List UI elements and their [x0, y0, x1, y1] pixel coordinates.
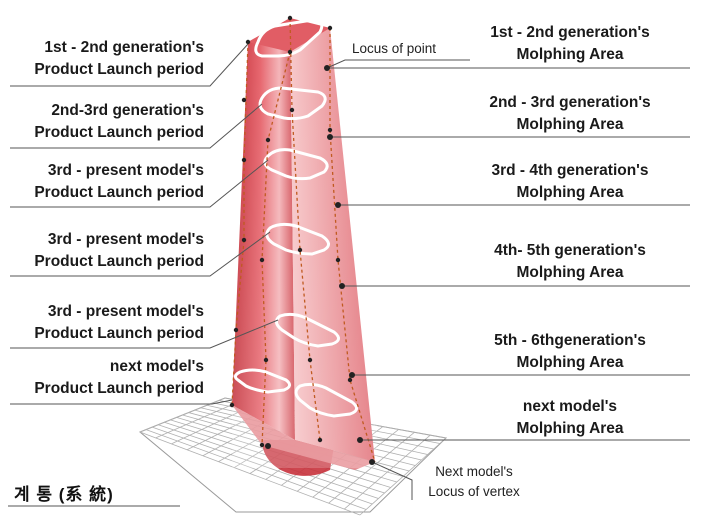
vertex-dot — [241, 237, 247, 243]
left-label-2: 2nd-3rd generation's Product Launch peri… — [8, 100, 204, 144]
vertex-dot — [347, 377, 353, 383]
left-label-4: 3rd - present model's Product Launch per… — [8, 229, 204, 273]
next-vertex-line2: Locus of vertex — [428, 484, 520, 499]
cross-sections — [233, 18, 358, 418]
right-label-5: 5th - 6thgeneration's Molphing Area — [470, 330, 670, 374]
left-label-2-line1: 2nd-3rd generation's — [51, 102, 204, 119]
right-label-5-line1: 5th - 6thgeneration's — [494, 332, 646, 349]
system-label-korean: 계 통 (系 統) — [14, 485, 114, 504]
right-label-5-line2: Molphing Area — [516, 354, 624, 371]
vertex-dot — [265, 137, 271, 143]
left-label-2-line2: Product Launch period — [34, 124, 204, 141]
left-label-3-line1: 3rd - present model's — [47, 162, 204, 179]
left-label-1: 1st - 2nd generation's Product Launch pe… — [8, 37, 204, 81]
vertex-dot — [245, 39, 251, 45]
vertex-dot — [327, 127, 333, 133]
right-label-6: next model's Molphing Area — [470, 396, 670, 440]
vertex-dot — [259, 257, 265, 263]
vertex-dot — [307, 357, 313, 363]
next-vertex-line1: Next model's — [435, 464, 513, 479]
vertex-dot — [263, 357, 269, 363]
vertex-dot — [233, 327, 239, 333]
right-label-1-line2: Molphing Area — [516, 46, 624, 63]
left-label-6-line1: next model's — [109, 358, 204, 375]
left-label-3: 3rd - present model's Product Launch per… — [8, 160, 204, 204]
right-label-3-line1: 3rd - 4th generation's — [491, 162, 649, 179]
left-label-4-line2: Product Launch period — [34, 253, 204, 270]
right-label-4-line1: 4th- 5th generation's — [494, 242, 646, 259]
left-label-5: 3rd - present model's Product Launch per… — [8, 301, 204, 345]
vertex-dot — [289, 107, 295, 113]
left-label-5-line2: Product Launch period — [34, 325, 204, 342]
left-label-6-line2: Product Launch period — [34, 380, 204, 397]
left-label-4-line1: 3rd - present model's — [47, 231, 204, 248]
vertex-dot — [229, 402, 235, 408]
left-label-1-line2: Product Launch period — [34, 61, 204, 78]
leader-dots — [265, 65, 375, 465]
vertex-dot — [317, 437, 323, 443]
right-label-6-line2: Molphing Area — [516, 420, 624, 437]
right-label-2-line1: 2nd - 3rd generation's — [489, 94, 651, 111]
left-label-1-line1: 1st - 2nd generation's — [44, 39, 204, 56]
left-label-5-line1: 3rd - present model's — [47, 303, 204, 320]
grid-line — [359, 437, 447, 516]
right-label-2: 2nd - 3rd generation's Molphing Area — [470, 92, 670, 136]
vertex-dot — [327, 25, 333, 31]
vertex-dot — [287, 49, 293, 55]
vertex-dot — [241, 157, 247, 163]
right-label-3-line2: Molphing Area — [516, 184, 624, 201]
next-model-vertex-label: Next model's Locus of vertex — [415, 462, 533, 502]
locus-of-point-label: Locus of point — [352, 41, 437, 56]
right-label-4: 4th- 5th generation's Molphing Area — [470, 240, 670, 284]
right-label-1-line1: 1st - 2nd generation's — [490, 24, 650, 41]
left-label-3-line2: Product Launch period — [34, 184, 204, 201]
right-label-3: 3rd - 4th generation's Molphing Area — [470, 160, 670, 204]
vertex-dot — [297, 247, 303, 253]
leader-lines — [8, 43, 690, 507]
vertex-dots — [229, 15, 353, 448]
vertex-dot — [335, 257, 341, 263]
tower-body — [232, 18, 377, 476]
vertex-dot — [241, 97, 247, 103]
vertex-dot — [287, 15, 293, 21]
right-label-1: 1st - 2nd generation's Molphing Area — [470, 22, 670, 66]
vertex-dot — [259, 442, 265, 448]
right-label-4-line2: Molphing Area — [516, 264, 624, 281]
right-label-6-line1: next model's — [522, 398, 618, 415]
left-label-6: next model's Product Launch period — [8, 356, 204, 400]
grid-line — [344, 434, 431, 510]
right-label-2-line2: Molphing Area — [516, 116, 624, 133]
